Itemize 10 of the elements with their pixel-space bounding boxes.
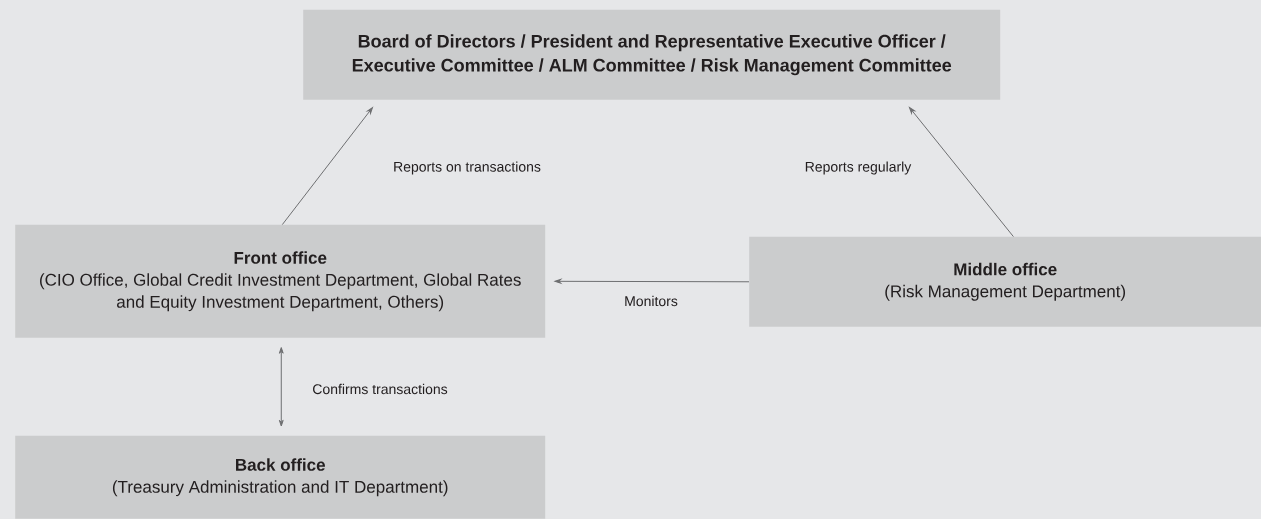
edge-label: Reports regularly: [802, 159, 914, 177]
office-box: Back office (Treasury Administration and IT Department): [15, 435, 546, 519]
arrow: [281, 107, 373, 226]
arrow: [908, 106, 1014, 238]
arrow: [554, 278, 750, 284]
office-box: Front office (CIO Office, Global Credit Investment Department, Global Rates and Equity Investment Department, Others): [15, 224, 546, 338]
arrow: [278, 347, 284, 427]
heading-box: Board of Directors / President and Representative Executive Officer / Executive Committee / ALM Committee / Risk Management Committee: [303, 9, 1001, 100]
edge-label: Reports on transactions: [391, 159, 543, 177]
office-box: Middle office (Risk Management Department): [749, 236, 1261, 327]
